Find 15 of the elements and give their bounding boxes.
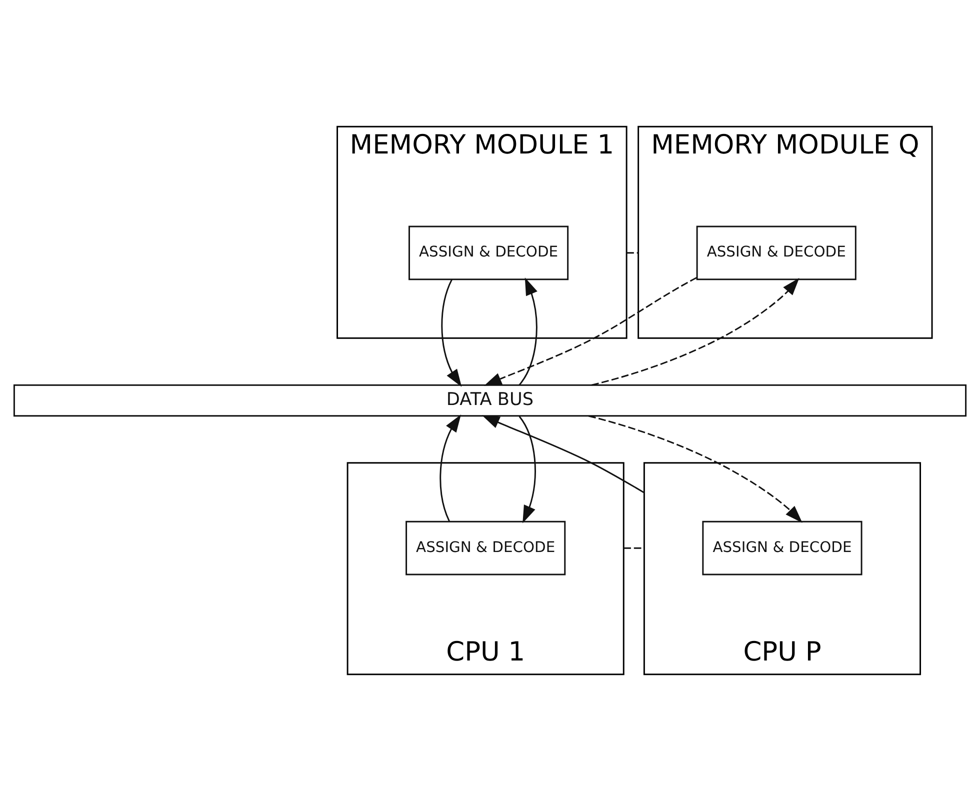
connector	[624, 546, 644, 548]
arrow	[518, 277, 538, 385]
arrow	[482, 414, 645, 493]
connector	[626, 252, 638, 254]
node-box: ASSIGN & DECODE	[702, 520, 862, 575]
node-box: ASSIGN & DECODE	[406, 520, 566, 575]
arrow	[441, 278, 462, 386]
node-box: ASSIGN & DECODE	[696, 225, 856, 280]
node-box: ASSIGN & DECODE	[408, 225, 569, 280]
arrow	[518, 415, 536, 523]
arrow	[588, 414, 802, 522]
node-box: DATA BUS	[13, 384, 967, 416]
arrow	[484, 276, 698, 386]
arrow	[591, 277, 800, 386]
arrow	[440, 414, 462, 521]
